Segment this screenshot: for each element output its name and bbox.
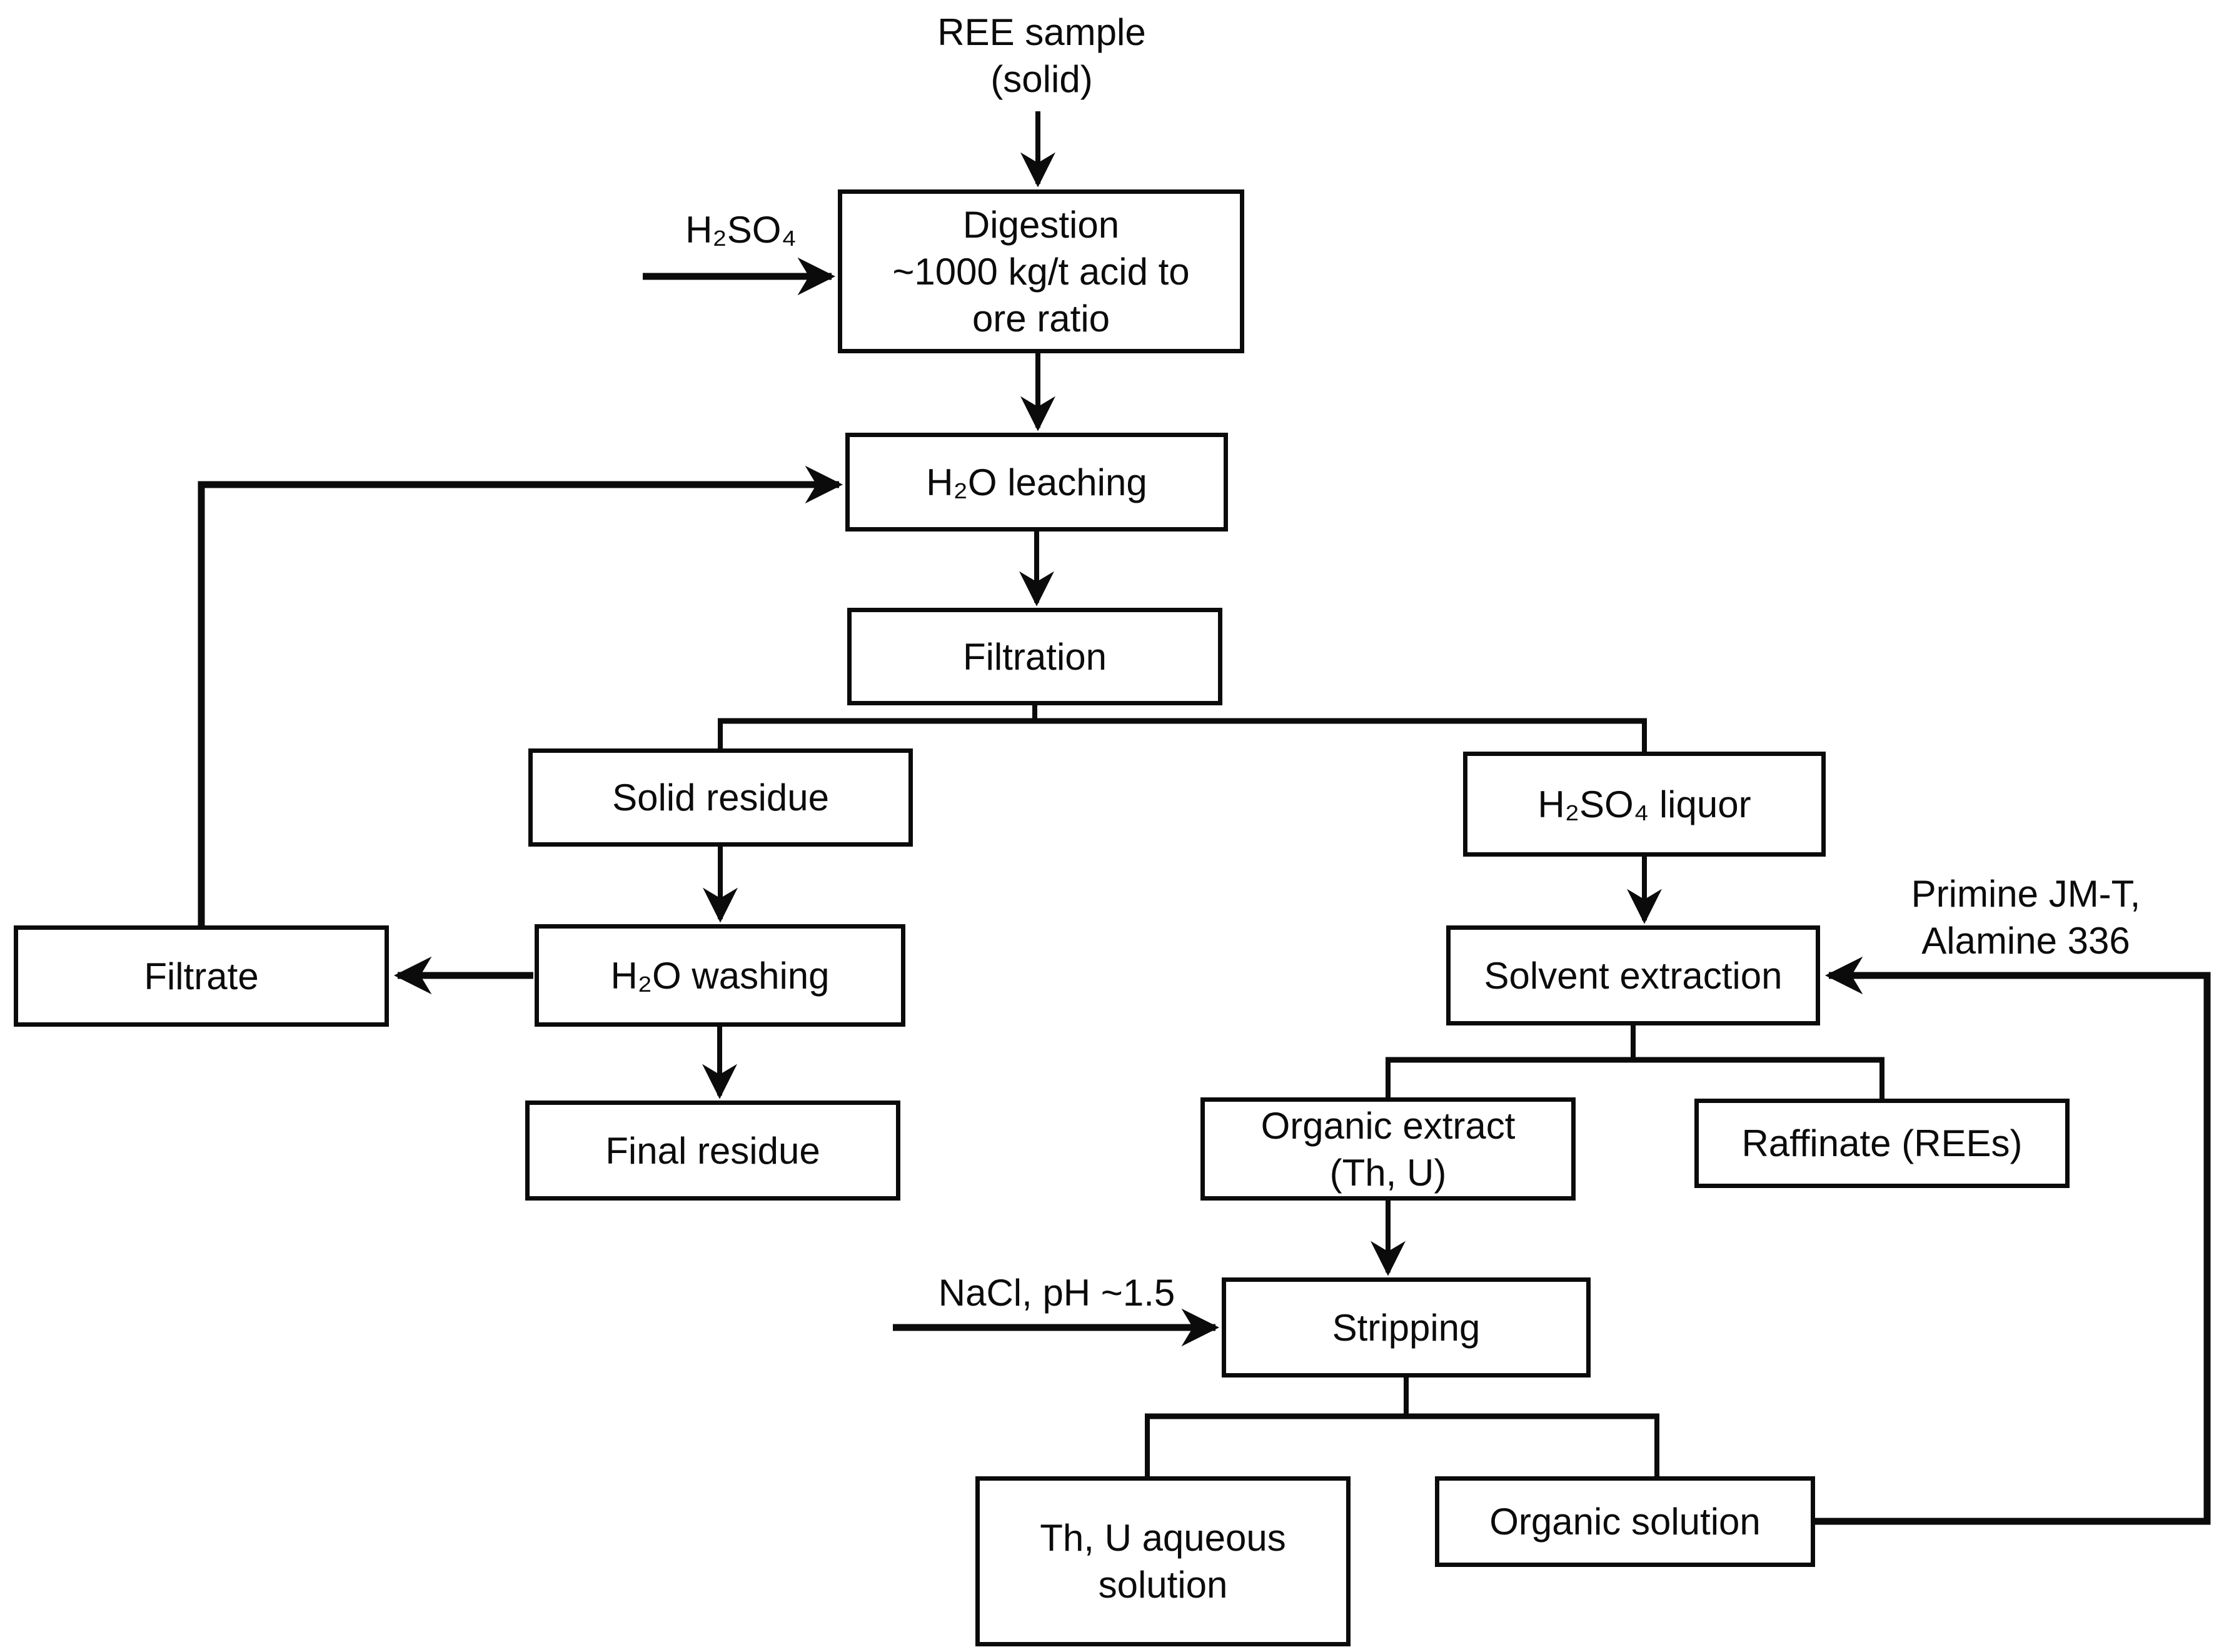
node-digestion-label: ~1000 kg/t acid to [892,250,1190,293]
node-raffinate: Raffinate (REEs) [1694,1099,2070,1188]
label-ree-sample-text: (solid) [990,58,1093,100]
organic-solution-loop-connector [1815,956,2211,1525]
label-h2so4-feed-text: H₂SO₄ [685,209,797,251]
node-h2o-leaching-label: H₂O leaching [926,461,1147,503]
label-nacl-feed: NaCl, pH ~1.5 [938,1269,1175,1316]
node-filtration-label: Filtration [962,635,1107,678]
node-filtration: Filtration [847,608,1222,705]
node-organic-solution-label: Organic solution [1489,1501,1761,1543]
node-organic-extract-label: (Th, U) [1329,1151,1447,1194]
node-raffinate-label: Raffinate (REEs) [1741,1122,2023,1164]
label-primine-feed-text: Alamine 336 [1921,920,2130,962]
node-h2so4-liquor: H₂SO₄ liquor [1463,752,1826,857]
label-ree-sample-text: REE sample [937,11,1146,53]
label-primine-feed: Primine JM-T, Alamine 336 [1911,870,2141,964]
node-final-residue: Final residue [525,1100,900,1201]
node-solid-residue-label: Solid residue [612,777,829,818]
node-digestion-label: Digestion [962,203,1120,246]
filtrate-loop-to-leaching-connector [198,465,843,925]
node-organic-extract-label: Organic extract [1260,1104,1516,1147]
node-final-residue-label: Final residue [605,1129,820,1172]
node-digestion-label: ore ratio [972,297,1110,340]
node-h2o-leaching: H₂O leaching [845,433,1228,531]
label-h2so4-feed: H₂SO₄ [685,206,797,253]
node-solvent-extraction: Solvent extraction [1446,925,1820,1025]
node-th-u-aqueous: Th, U aqueous solution [975,1476,1351,1646]
node-organic-extract: Organic extract(Th, U) [1200,1097,1576,1201]
node-th-u-aqueous-label: solution [1098,1564,1228,1606]
node-h2so4-liquor-label: H₂SO₄ liquor [1537,783,1751,825]
label-primine-feed-text: Primine JM-T, [1911,873,2141,915]
node-organic-solution: Organic solution [1435,1476,1815,1567]
label-nacl-feed-text: NaCl, pH ~1.5 [938,1272,1175,1314]
label-ree-sample: REE sample (solid) [937,9,1145,103]
node-solvent-extraction-label: Solvent extraction [1484,954,1783,997]
node-solid-residue: Solid residue [528,748,913,847]
node-th-u-aqueous-label: Th, U aqueous [1040,1517,1286,1559]
node-stripping: Stripping [1222,1277,1591,1378]
node-stripping-label: Stripping [1332,1306,1481,1349]
node-filtrate: Filtrate [14,925,389,1027]
node-filtrate-label: Filtrate [144,955,259,997]
node-h2o-washing-label: H₂O washing [610,954,830,997]
node-h2o-washing: H₂O washing [535,924,905,1027]
